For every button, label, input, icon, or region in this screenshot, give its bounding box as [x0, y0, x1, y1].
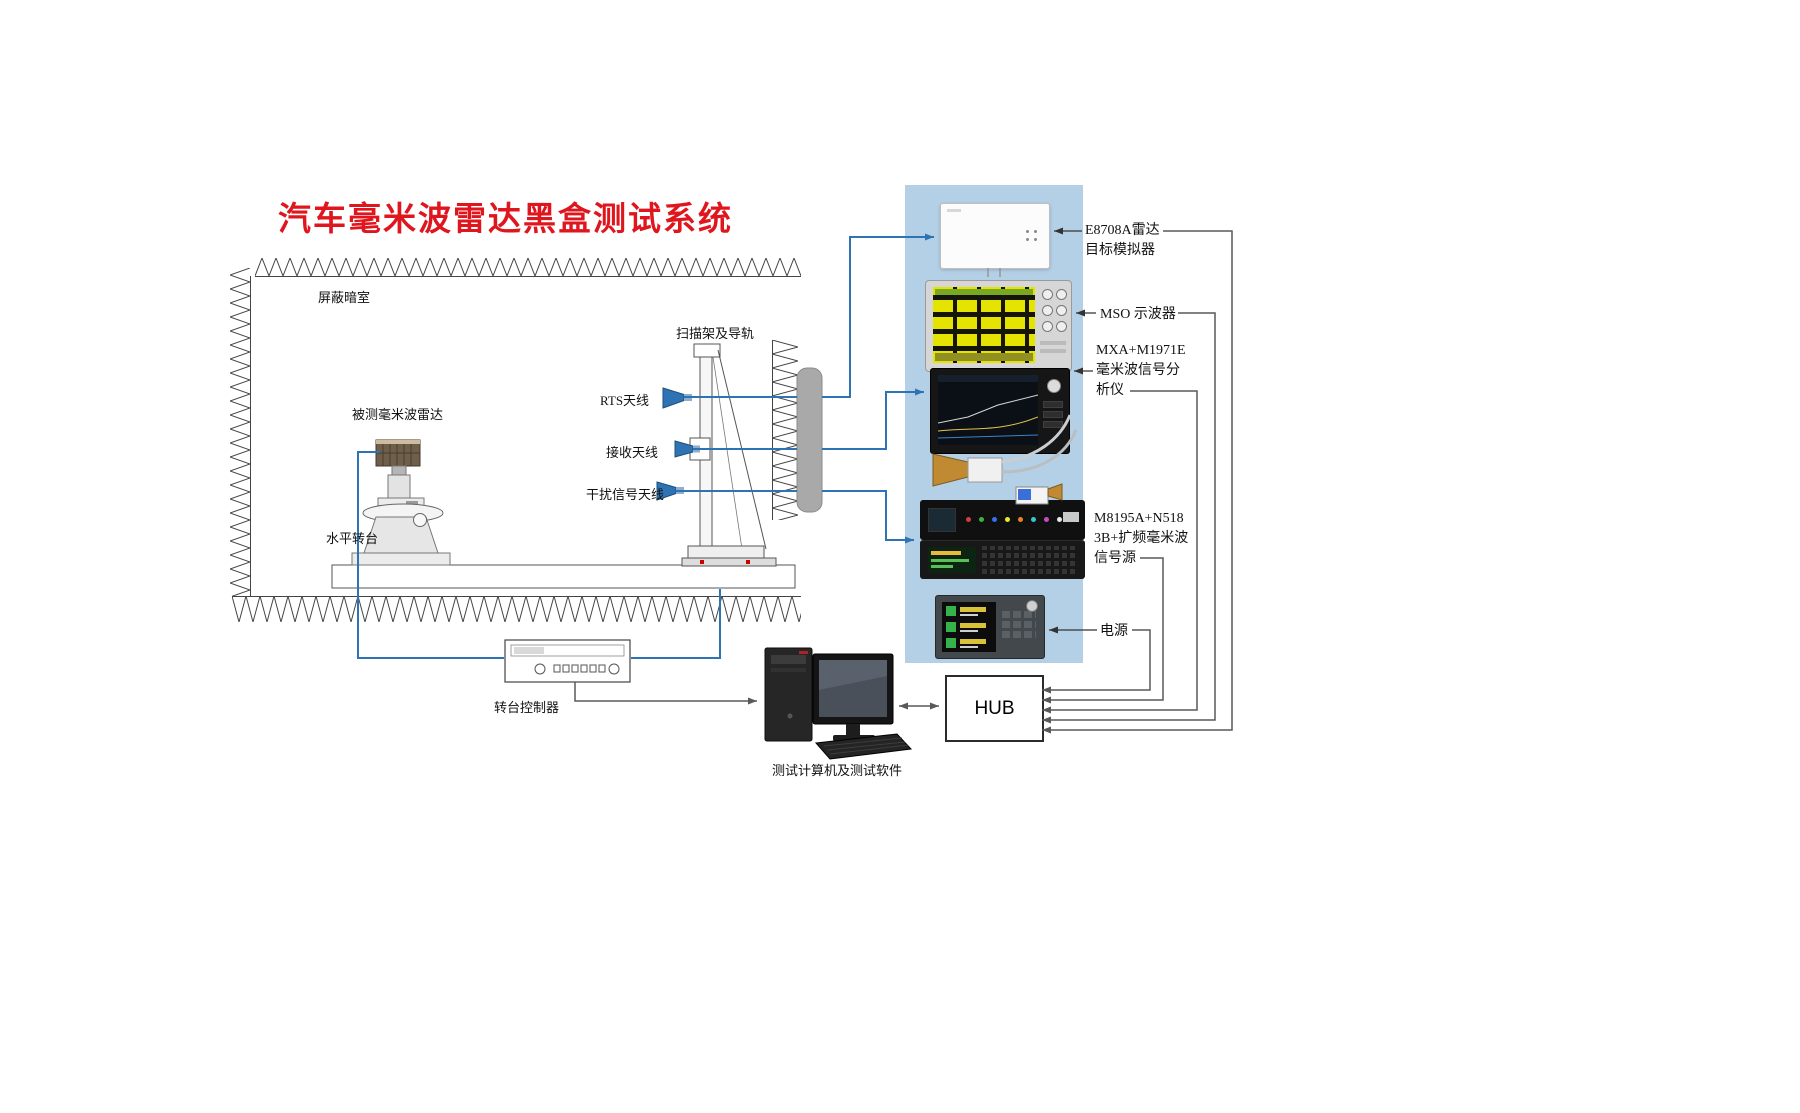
- analyzer-trace: [938, 375, 1038, 439]
- power-supply-keypad: [1002, 608, 1036, 638]
- receive-antenna-label: 接收天线: [606, 445, 659, 460]
- receive-antenna-icon: [674, 440, 694, 458]
- target-simulator-ports: [1026, 230, 1039, 243]
- page-title: 汽车毫米波雷达黑盒测试系统: [278, 202, 733, 238]
- computer-label: 测试计算机及测试软件: [772, 763, 903, 778]
- signal-source-upper: [920, 500, 1085, 540]
- absorber-walls: [230, 258, 801, 622]
- power-supply-label: 电源: [1100, 624, 1128, 639]
- radar-under-test-label: 被测毫米波雷达: [352, 407, 444, 422]
- interference-antenna-label: 干扰信号天线: [586, 487, 665, 502]
- target-simulator-logo: [947, 209, 961, 212]
- chamber-floor: [331, 564, 796, 589]
- hub-box: HUB: [945, 675, 1044, 742]
- analyzer-knob: [1047, 379, 1061, 393]
- controller-label: 转台控制器: [494, 700, 560, 715]
- rts-antenna-icon: [662, 387, 685, 409]
- oscilloscope: [925, 280, 1072, 372]
- target-simulator-label: E8708A雷达 目标模拟器: [1085, 223, 1160, 258]
- test-computer: [764, 647, 913, 760]
- analyzer-label: MXA+M1971E 毫米波信号分 析仪: [1096, 343, 1186, 398]
- turntable-label: 水平转台: [326, 531, 379, 546]
- turntable-controller: [504, 639, 631, 683]
- signal-source-label: M8195A+N518 3B+扩频毫米波 信号源: [1094, 511, 1189, 566]
- scope-knob: [1042, 289, 1053, 300]
- scanner-frame: [681, 343, 777, 567]
- oscilloscope-label: MSO 示波器: [1100, 307, 1176, 322]
- feedthrough-panel: [796, 367, 823, 513]
- oscilloscope-screen: [933, 287, 1035, 363]
- analyzer-screen: [938, 375, 1038, 445]
- signal-analyzer: [930, 368, 1070, 454]
- hub-label: HUB: [974, 697, 1015, 719]
- scanner-label: 扫描架及导轨: [676, 326, 755, 341]
- power-supply-knob: [1026, 600, 1038, 612]
- awg-screen: [928, 508, 956, 532]
- signal-source-lower: [920, 540, 1085, 579]
- generator-screen: [928, 547, 976, 573]
- target-simulator: [940, 203, 1050, 269]
- power-supply: [935, 595, 1045, 659]
- rts-antenna-label: RTS天线: [600, 393, 650, 408]
- generator-keypad: [982, 546, 1078, 574]
- chamber-label: 屏蔽暗室: [318, 290, 371, 305]
- power-supply-screen: [942, 602, 996, 652]
